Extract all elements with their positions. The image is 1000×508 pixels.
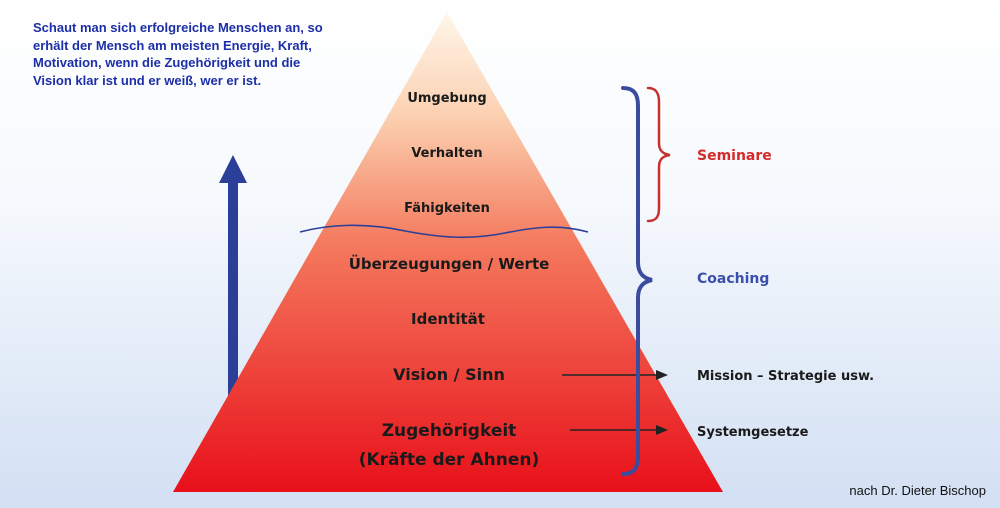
level-verhalten: Verhalten — [411, 146, 482, 161]
pyramid — [173, 12, 723, 492]
label-systemgesetze: Systemgesetze — [697, 425, 809, 440]
credit: nach Dr. Dieter Bischop — [849, 483, 986, 498]
level-kraefte-der-ahnen: (Kräfte der Ahnen) — [359, 450, 540, 470]
label-mission: Mission – Strategie usw. — [697, 369, 874, 384]
level-vision: Vision / Sinn — [393, 365, 505, 384]
level-identitaet: Identität — [411, 310, 485, 328]
level-ueberzeugungen: Überzeugungen / Werte — [349, 254, 550, 273]
mission-arrow-icon — [562, 370, 668, 380]
coaching-brace-icon — [621, 86, 653, 476]
label-coaching: Coaching — [697, 271, 769, 287]
wave-divider — [299, 224, 589, 239]
seminare-brace-icon — [646, 86, 671, 223]
level-umgebung: Umgebung — [407, 91, 486, 106]
label-seminare: Seminare — [697, 148, 772, 164]
level-faehigkeiten: Fähigkeiten — [404, 201, 490, 216]
intro-text: Schaut man sich erfolgreiche Menschen an… — [33, 20, 323, 88]
level-zugehoerigkeit: Zugehörigkeit — [382, 421, 517, 441]
systemgesetze-arrow-icon — [570, 425, 668, 435]
up-arrow-icon — [219, 155, 247, 463]
